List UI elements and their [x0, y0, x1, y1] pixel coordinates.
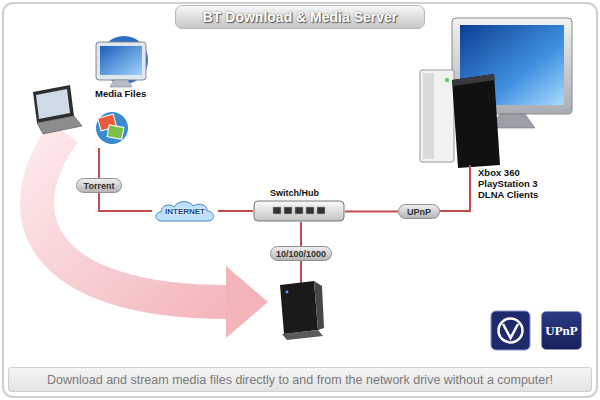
laptop-icon	[33, 85, 82, 134]
transfer-arrow-part	[226, 266, 268, 338]
network-drive-part	[300, 261, 302, 284]
pill-label: UPnP	[407, 207, 431, 217]
ps3-icon	[452, 74, 500, 168]
upnp-pill: UPnP	[398, 204, 440, 219]
group-label: Xbox 360 PlayStation 3 DLNA Clients	[478, 167, 550, 200]
xbox-icon-part	[445, 78, 449, 82]
media-icon-part	[107, 125, 124, 139]
switch-shape-part	[295, 207, 303, 214]
page-frame	[3, 3, 597, 397]
ps3-icon-part	[452, 74, 500, 168]
network-cable	[300, 222, 302, 246]
network-drive-part	[280, 281, 318, 334]
desktop-icon	[96, 35, 149, 87]
dlna-clients-group: Xbox 360 PlayStation 3 DLNA Clients	[412, 15, 575, 165]
switch-shape-part	[306, 207, 314, 214]
media-icon-part	[95, 111, 129, 145]
torrent-pill: Torrent	[76, 178, 122, 193]
caption-band: Download and stream media files directly…	[8, 367, 592, 392]
desktop-icon-part	[100, 46, 142, 75]
vista-logo-part	[503, 324, 518, 338]
xbox-icon	[420, 70, 454, 162]
transfer-arrow	[37, 132, 268, 338]
pill-label: Torrent	[84, 181, 115, 191]
network-cable	[440, 165, 470, 211]
pill-label: 10/100/1000	[276, 249, 326, 259]
network-cable	[99, 193, 152, 211]
vista-logo	[491, 311, 530, 350]
internet-cloud: INTERNET	[152, 199, 218, 223]
desktop-icon-part	[96, 42, 146, 80]
diagram-caption: Download and stream media files directly…	[47, 373, 553, 387]
logo-label: UPnP	[545, 323, 578, 339]
group-label: Media Files	[95, 88, 165, 99]
laptop-icon-part	[36, 89, 70, 119]
switch-label: Switch/Hub	[270, 188, 319, 198]
xbox-icon-part	[423, 73, 434, 159]
ps3-icon-part	[452, 74, 495, 86]
switch-shape-part	[273, 207, 281, 214]
network-cable	[218, 210, 253, 212]
switch-shape-part	[254, 201, 344, 221]
switch-shape-part	[284, 207, 292, 214]
title-tab: BT Download & Media Server	[175, 5, 425, 29]
xbox-icon-part	[420, 70, 454, 162]
network-drive-part	[282, 330, 323, 340]
network-cable	[345, 211, 398, 213]
speed-pill: 10/100/1000	[270, 246, 332, 261]
switch-shape-part	[317, 207, 325, 214]
vista-logo-part	[491, 311, 530, 350]
switch-hub: Switch/Hub	[253, 200, 345, 222]
desktop-icon-part	[110, 80, 132, 87]
diagram-title: BT Download & Media Server	[203, 9, 397, 25]
media-files-group: Media Files	[20, 38, 156, 148]
laptop-icon-part	[37, 116, 82, 134]
cloud-label: INTERNET	[152, 207, 218, 216]
network-cable	[98, 148, 100, 178]
upnp-logo: UPnP	[541, 311, 582, 350]
switch-shape	[253, 200, 345, 222]
network-drive-part	[286, 291, 289, 294]
media-icon	[95, 111, 129, 145]
vista-logo-part	[499, 319, 523, 343]
page-frame-part	[3, 3, 597, 397]
network-drive	[280, 261, 324, 340]
network-drive-part	[314, 281, 324, 330]
transfer-arrow-part	[37, 132, 228, 302]
